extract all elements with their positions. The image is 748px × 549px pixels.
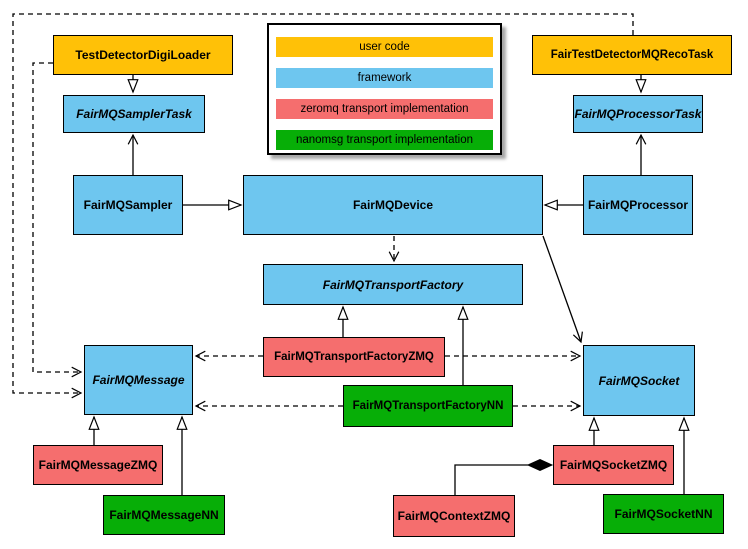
node-fairmq-message-zmq: FairMQMessageZMQ (33, 445, 163, 485)
node-fairmq-sampler-task: FairMQSamplerTask (63, 95, 205, 133)
legend-item-user-code: user code (276, 37, 493, 57)
legend-item-framework: framework (276, 68, 493, 88)
node-fairmq-socket-zmq: FairMQSocketZMQ (553, 445, 674, 485)
node-fairmq-context-zmq: FairMQContextZMQ (393, 495, 515, 537)
node-fairmq-processor-task: FairMQProcessorTask (573, 95, 703, 133)
edge-device-socket-association (542, 235, 583, 344)
node-fairmq-message-nn: FairMQMessageNN (103, 495, 225, 535)
edge-recotask-message-dependency (12, 13, 634, 399)
edge-contextzmq-socketzmq-composition (454, 465, 528, 495)
legend-label-framework: framework (357, 72, 412, 84)
node-test-detector-digi-loader: TestDetectorDigiLoader (53, 35, 233, 75)
node-fairmq-message: FairMQMessage (84, 345, 193, 415)
edge-digiloader-message-dependency (32, 62, 83, 378)
node-fairmq-transport-factory: FairMQTransportFactory (263, 264, 523, 305)
legend-label-user-code: user code (359, 41, 410, 53)
legend: user code framework zeromq transport imp… (267, 23, 502, 155)
node-fairmq-sampler: FairMQSampler (73, 175, 183, 235)
legend-item-nanomsg: nanomsg transport implementation (276, 130, 493, 150)
legend-label-nanomsg: nanomsg transport implementation (295, 134, 474, 146)
node-fairmq-transport-factory-nn: FairMQTransportFactoryNN (343, 385, 513, 427)
node-fairmq-socket: FairMQSocket (583, 345, 695, 416)
node-fair-test-detector-mq-reco-task: FairTestDetectorMQRecoTask (532, 35, 732, 75)
legend-item-zeromq: zeromq transport implementation (276, 99, 493, 119)
node-fairmq-device: FairMQDevice (243, 175, 543, 235)
node-fairmq-socket-nn: FairMQSocketNN (603, 494, 724, 534)
legend-label-zeromq: zeromq transport implementation (300, 103, 469, 115)
node-fairmq-processor: FairMQProcessor (583, 175, 693, 235)
node-fairmq-transport-factory-zmq: FairMQTransportFactoryZMQ (263, 337, 445, 377)
